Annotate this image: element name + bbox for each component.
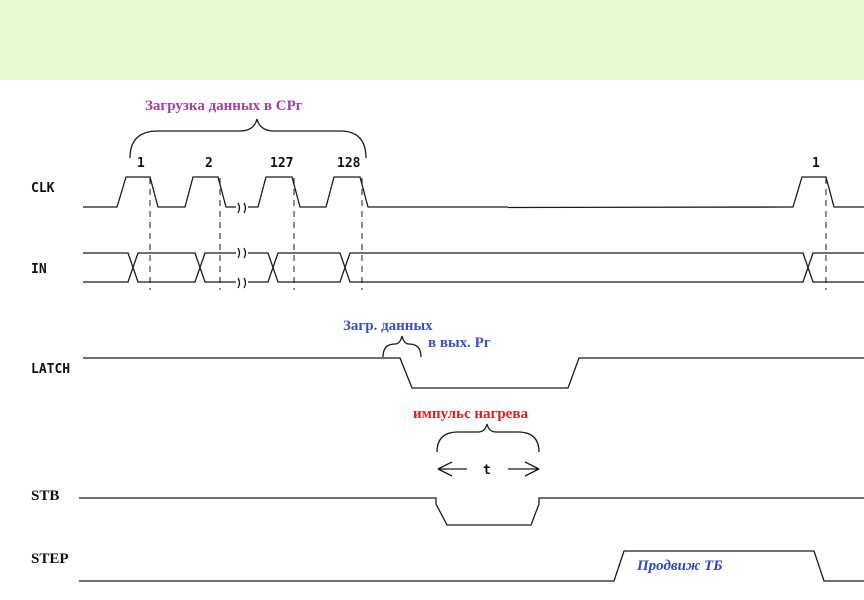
clk-pulse-label-127: 127 — [270, 156, 293, 171]
in-break-mark-bottom — [237, 277, 247, 289]
in-break-mark-top — [237, 247, 247, 259]
latch-waveform — [83, 357, 864, 389]
signal-label-latch: LATCH — [31, 362, 70, 377]
top-banner — [0, 0, 864, 80]
load-data-label-line2: в вых. Рг — [428, 335, 491, 351]
load-data-brace — [382, 335, 422, 358]
signal-label-in: IN — [31, 262, 47, 277]
heat-pulse-brace — [436, 423, 540, 453]
stb-waveform — [79, 497, 864, 526]
load-shift-register-brace — [129, 118, 367, 159]
clk-pulse-label-next-1: 1 — [812, 156, 820, 171]
in-waveform — [83, 252, 864, 283]
signal-label-stb: STB — [31, 488, 59, 504]
clk-pulse-label-128: 128 — [337, 156, 361, 171]
pulse-width-arrow-right — [508, 461, 540, 477]
advance-tb-label: Продвиж ТБ — [636, 558, 723, 574]
load-data-label-line1: Загр. данных — [343, 318, 433, 334]
step-waveform — [79, 550, 864, 582]
pulse-width-label: t — [483, 463, 491, 478]
load-shift-register-label: Загрузка данных в СРг — [145, 98, 303, 114]
signal-label-step: STEP — [31, 551, 69, 567]
pulse-width-arrow-left — [437, 461, 467, 477]
clk-break-mark — [237, 202, 247, 214]
clk-waveform — [83, 176, 864, 209]
clk-pulse-label-1: 1 — [137, 156, 145, 171]
heat-pulse-label: импульс нагрева — [413, 406, 528, 422]
signal-label-clk: CLK — [31, 181, 55, 196]
clk-pulse-label-2: 2 — [205, 156, 213, 171]
